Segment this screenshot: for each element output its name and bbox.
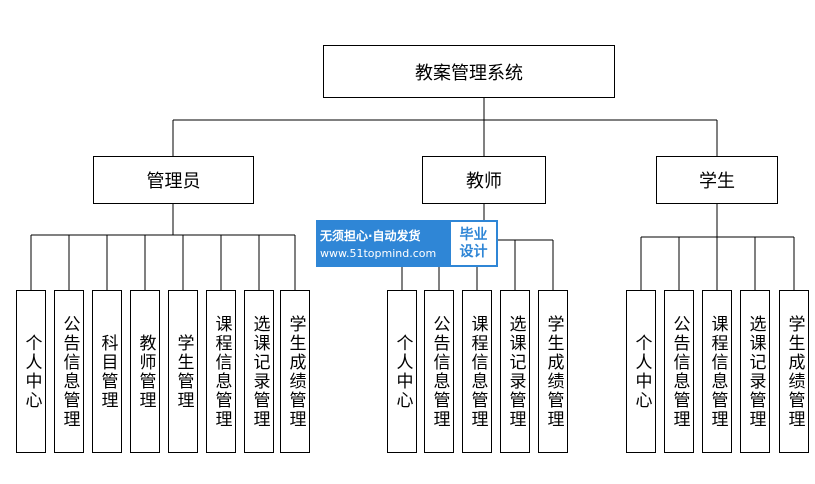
teacher-leaf: 学生成绩管理 bbox=[538, 290, 568, 453]
admin-leaf: 教师管理 bbox=[130, 290, 160, 453]
role-node-teacher: 教师 bbox=[422, 156, 546, 204]
watermark-slogan: 无须担心·自动发货 bbox=[320, 229, 421, 243]
watermark-badge-top: 毕业 bbox=[459, 227, 488, 244]
watermark-badge: 毕业 设计 bbox=[449, 220, 498, 267]
role-node-admin: 管理员 bbox=[93, 156, 254, 204]
watermark-badge-bottom: 设计 bbox=[459, 243, 488, 260]
admin-leaf: 个人中心 bbox=[16, 290, 46, 453]
student-leaf: 公告信息管理 bbox=[664, 290, 694, 453]
student-leaf: 选课记录管理 bbox=[740, 290, 770, 453]
watermark-banner: 无须担心·自动发货 www.51topmind.com 毕业 设计 bbox=[316, 220, 498, 267]
teacher-leaf: 个人中心 bbox=[387, 290, 417, 453]
watermark-text-panel: 无须担心·自动发货 www.51topmind.com bbox=[316, 220, 449, 267]
student-leaf: 个人中心 bbox=[626, 290, 656, 453]
role-node-student: 学生 bbox=[656, 156, 778, 204]
teacher-leaf: 选课记录管理 bbox=[500, 290, 530, 453]
teacher-leaf: 公告信息管理 bbox=[424, 290, 454, 453]
admin-leaf: 科目管理 bbox=[92, 290, 122, 453]
admin-leaf: 选课记录管理 bbox=[244, 290, 274, 453]
admin-leaf: 课程信息管理 bbox=[206, 290, 236, 453]
admin-leaf: 学生管理 bbox=[168, 290, 198, 453]
student-leaf: 课程信息管理 bbox=[702, 290, 732, 453]
teacher-leaf: 课程信息管理 bbox=[462, 290, 492, 453]
root-node: 教案管理系统 bbox=[323, 45, 615, 98]
admin-leaf: 学生成绩管理 bbox=[280, 290, 310, 453]
student-leaf: 学生成绩管理 bbox=[779, 290, 809, 453]
admin-leaf: 公告信息管理 bbox=[54, 290, 84, 453]
watermark-url: www.51topmind.com bbox=[320, 247, 437, 260]
